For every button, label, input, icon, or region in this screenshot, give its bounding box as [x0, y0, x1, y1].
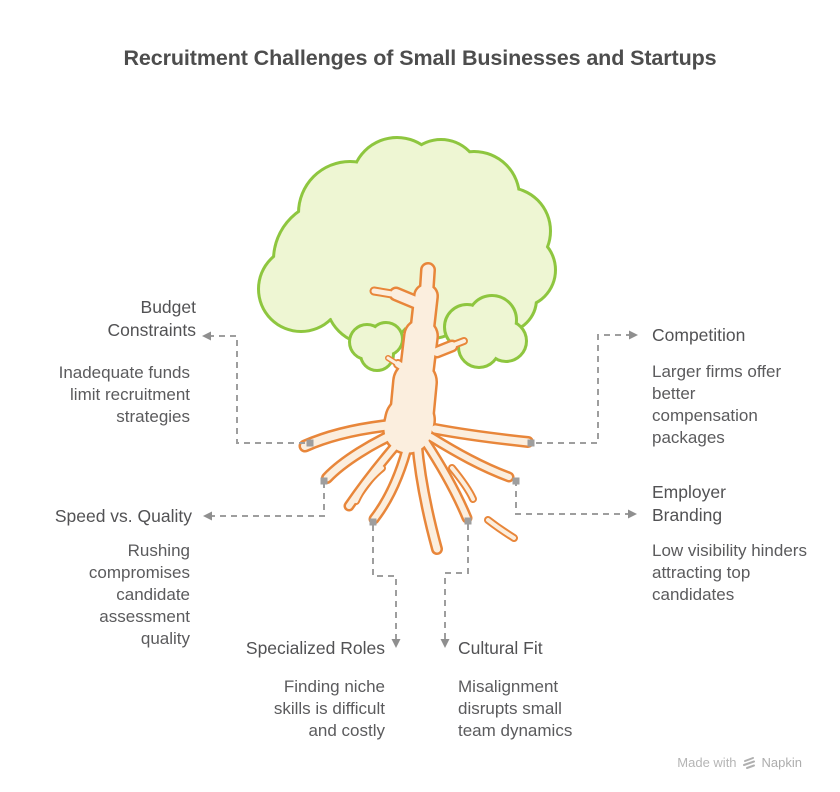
napkin-logo-icon — [742, 757, 755, 769]
label-heading-specialized-roles: Specialized Roles — [245, 638, 385, 658]
attribution-text: Made with — [677, 755, 737, 770]
label-body-competition: Larger firms offer better compensation p… — [652, 362, 782, 447]
label-heading-cultural-fit: Cultural Fit — [458, 638, 543, 658]
label-heading-employer-branding: Employer Branding — [652, 482, 726, 525]
connector-speed-vs-quality — [203, 477, 328, 521]
tree-small-foliage-fill — [351, 297, 525, 369]
label-heading-budget-constraints: Budget Constraints — [107, 297, 196, 340]
connector-employer-branding — [512, 477, 637, 519]
made-with-napkin[interactable]: Made with Napkin — [677, 755, 802, 770]
connector-competition — [527, 330, 638, 447]
attribution-brand: Napkin — [761, 755, 802, 770]
connector-specialized-roles — [369, 518, 401, 648]
label-heading-speed-vs-quality: Speed vs. Quality — [54, 506, 192, 526]
label-body-budget-constraints: Inadequate funds limit recruitment strat… — [58, 363, 190, 426]
tree-trunk-roots-fill — [301, 264, 532, 553]
connector-budget-constraints — [202, 331, 314, 447]
tree-canopy-fill — [260, 139, 554, 343]
page-title: Recruitment Challenges of Small Business… — [123, 46, 717, 70]
label-body-cultural-fit: Misalignment disrupts small team dynamic… — [458, 677, 573, 740]
label-body-employer-branding: Low visibility hinders attracting top ca… — [652, 541, 807, 604]
label-body-speed-vs-quality: Rushing compromises candidate assessment… — [88, 541, 190, 648]
label-heading-competition: Competition — [652, 325, 746, 345]
connector-cultural-fit — [440, 517, 472, 648]
label-body-specialized-roles: Finding niche skills is difficult and co… — [273, 677, 385, 740]
